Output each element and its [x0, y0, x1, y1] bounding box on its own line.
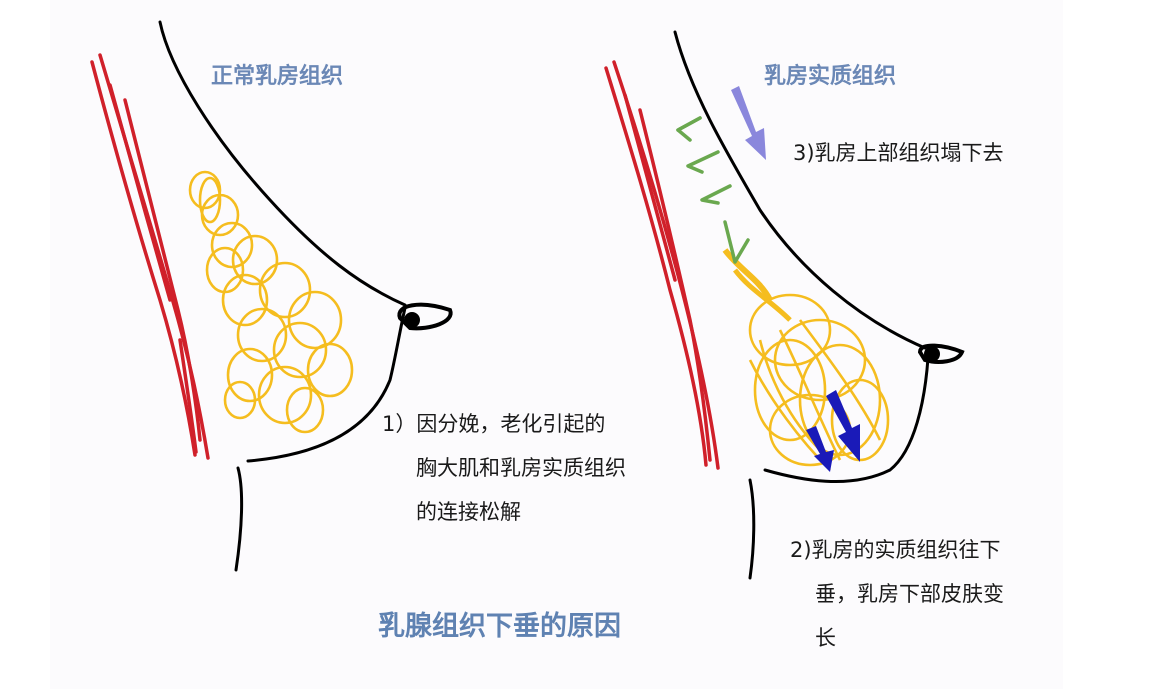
- note-line: 1）因分娩，老化引起的: [382, 412, 606, 436]
- note-line: 长: [815, 626, 836, 650]
- note-line: 的连接松解: [416, 500, 521, 524]
- right-pectoral-muscle: [604, 60, 720, 470]
- note-line: 胸大肌和乳房实质组织: [416, 456, 626, 480]
- note-line: 2)乳房的实质组织往下: [790, 538, 1001, 562]
- left-gland-tissue: [188, 170, 354, 434]
- left-pectoral-muscle: [90, 53, 210, 460]
- note-line: 垂，乳房下部皮肤变: [815, 582, 1004, 606]
- diagram-canvas: [50, 0, 1063, 689]
- right-nipple: [917, 343, 965, 364]
- figure-main-title: 乳腺组织下垂的原因: [378, 611, 621, 642]
- left-panel-title: 正常乳房组织: [211, 64, 344, 89]
- left-nipple: [397, 302, 453, 331]
- note-upper-tissue-collapse: 3)乳房上部组织塌下去: [793, 141, 1004, 165]
- arrow-down-left-icon: [676, 116, 750, 264]
- right-gland-tissue: [722, 248, 890, 471]
- arrow-down-right-icon: [731, 86, 766, 160]
- right-panel-title: 乳房实质组织: [764, 64, 897, 89]
- arrow-down-icon: [806, 390, 860, 472]
- left-skin-outline: [158, 20, 407, 572]
- right-skin-outline: [673, 30, 930, 580]
